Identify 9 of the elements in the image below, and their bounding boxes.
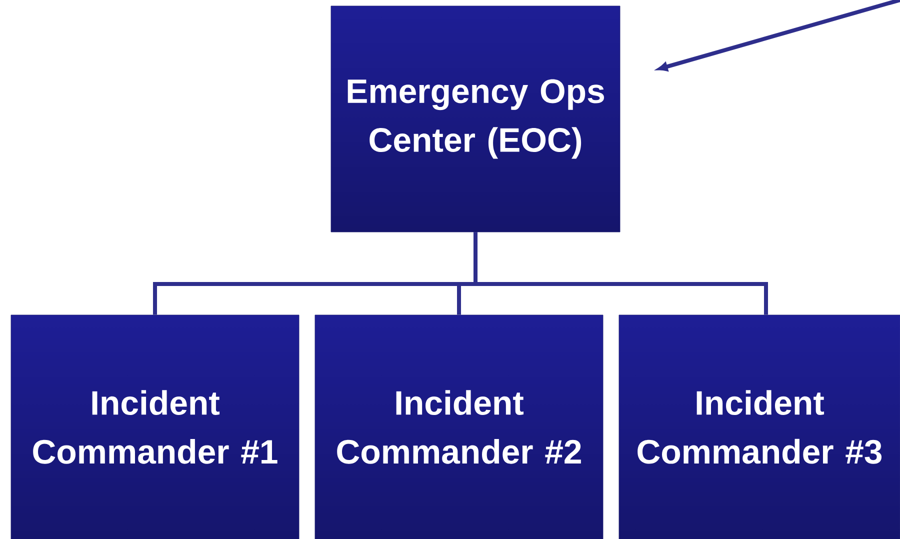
org-box — [618, 314, 900, 539]
org-box — [314, 314, 604, 539]
connector-line — [474, 232, 768, 315]
box-label: Incident Commander #1 — [33, 390, 278, 464]
box-label: Incident Commander #2 — [337, 390, 581, 464]
box-label: Emergency Ops Center (EOC) — [348, 79, 604, 159]
org-box — [10, 314, 300, 539]
box-label: Incident Commander #3 — [638, 390, 882, 464]
org-box — [330, 6, 620, 232]
